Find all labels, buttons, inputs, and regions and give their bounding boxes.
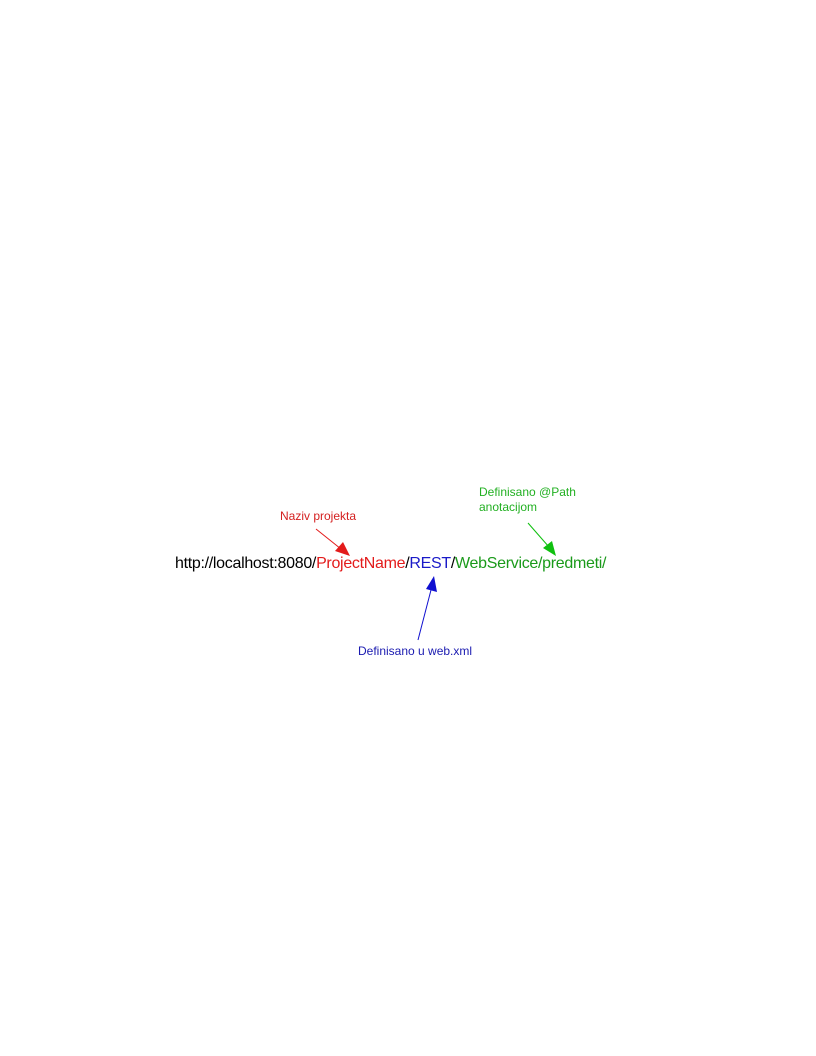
note-path-line-1: Definisano @Path: [479, 485, 576, 499]
note-project-name: Naziv projekta: [280, 509, 357, 523]
url-line: http://localhost:8080/ProjectName/REST/W…: [175, 554, 606, 573]
url-service: WebService/predmeti/: [455, 555, 607, 572]
note-path-line-2: anotacijom: [479, 500, 538, 514]
url-sep-1: /: [405, 555, 410, 572]
note-path-annotation: Definisano @Path anotacijom: [479, 485, 576, 515]
url-base: http://localhost:8080/: [175, 555, 317, 572]
url-project: ProjectName: [316, 555, 406, 572]
arrow-blue: [417, 576, 437, 641]
url-sep-2: /: [450, 555, 456, 572]
url-rest: REST: [409, 555, 451, 572]
arrow-green: [527, 522, 556, 556]
note-web-xml: Definisano u web.xml: [358, 644, 473, 658]
arrow-red: [315, 528, 350, 556]
